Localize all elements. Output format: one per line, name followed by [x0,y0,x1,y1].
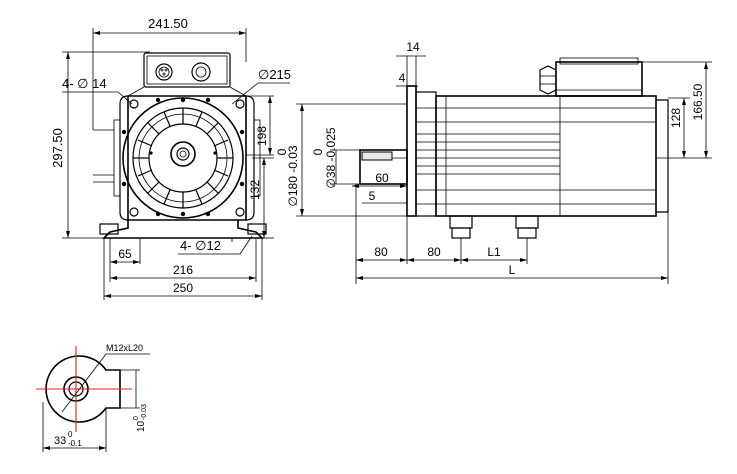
dim-132: 132 [248,180,262,200]
shaft-section: M12xL20 10 0 -0.03 33 0 -0.1 [36,343,150,452]
dim-L: L [509,263,516,277]
dim-shaft-key-depth: 33 [54,435,66,447]
dim-foot-holes: 4- ∅12 [180,238,221,253]
dim-128: 128 [669,108,683,128]
dim-keyway: 10 [136,420,147,432]
dim-shaft-key-depth-tol-bottom: -0.1 [68,439,82,448]
dim-flange-dia: ∅215 [258,67,291,82]
dim-166-50: 166.50 [691,83,705,120]
dim-keyway-tol-top: 0 [133,416,140,420]
dim-65: 65 [118,247,132,261]
dim-60: 60 [375,171,389,185]
dim-80-foot: 80 [427,245,441,259]
dim-keyway-tol-bottom: -0.03 [141,404,148,420]
dim-4: 4 [399,71,406,85]
side-view: 14 4 0 ∅180 -0.03 0 ∅38 -0.025 60 5 [275,40,712,284]
dim-L1: L1 [487,245,501,259]
dim-198: 198 [255,126,269,146]
dim-flange-dia: ∅180 -0.03 [286,145,300,206]
dim-flange-tol-top: 0 [275,148,289,155]
dim-flange-holes: 4- ∅ 14 [62,76,107,91]
dim-overall-height: 297.50 [50,128,65,168]
dim-shaft-key-depth-tol-top: 0 [68,430,73,439]
dim-5: 5 [369,189,376,203]
dim-250: 250 [173,281,193,295]
dim-216: 216 [173,263,193,277]
thread-spec: M12xL20 [106,343,143,353]
dim-14: 14 [406,40,420,54]
dim-80-shaft: 80 [374,245,388,259]
front-view: 241.50 297.50 4- ∅ 14 ∅215 [50,16,291,300]
dim-shaft-tol-top: 0 [311,148,325,155]
dim-shaft-dia: ∅38 -0.025 [324,127,338,188]
dim-overall-width: 241.50 [148,16,188,31]
